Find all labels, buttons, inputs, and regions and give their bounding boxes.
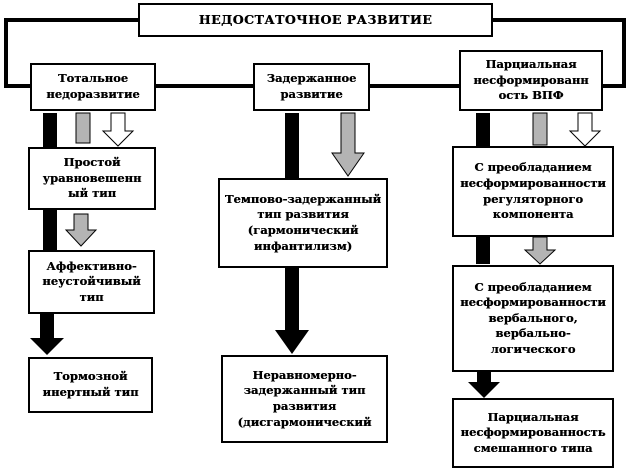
type-label: Неравномерно- задержанный тип развития (… bbox=[237, 367, 372, 429]
type-affective-unstable: Аффективно- неустойчивый тип bbox=[28, 250, 155, 314]
type-simple-balanced: Простой уравновешенн ый тип bbox=[28, 147, 156, 210]
black-arrow bbox=[30, 314, 64, 355]
black-bar bbox=[43, 210, 57, 250]
type-label: Простой уравновешенн ый тип bbox=[42, 155, 142, 201]
type-regulatory-component: С преобладанием несформированности регул… bbox=[452, 146, 614, 237]
type-label: С преобладанием несформированности верба… bbox=[460, 279, 606, 356]
type-label: Парциальная несформированность смешанног… bbox=[460, 409, 606, 455]
category-delayed-development: Задержанное развитие bbox=[253, 63, 370, 111]
type-verbal-logical: С преобладанием несформированности верба… bbox=[452, 265, 614, 372]
black-arrow bbox=[468, 372, 500, 398]
gray-arrow bbox=[331, 112, 365, 177]
black-bar bbox=[43, 113, 57, 147]
gray-bar bbox=[532, 112, 548, 146]
black-bar bbox=[476, 113, 490, 146]
gray-bar bbox=[75, 112, 91, 144]
diagram-title-text: НЕДОСТАТОЧНОЕ РАЗВИТИЕ bbox=[198, 11, 433, 27]
black-bar bbox=[476, 237, 490, 264]
category-label: Парциальная несформированн ость ВПФ bbox=[473, 57, 589, 103]
type-label: С преобладанием несформированности регул… bbox=[460, 160, 606, 222]
diagram-title: НЕДОСТАТОЧНОЕ РАЗВИТИЕ bbox=[138, 3, 493, 37]
gray-arrow bbox=[523, 236, 557, 265]
type-inhibitory-inert: Тормозной инертный тип bbox=[28, 357, 153, 413]
category-label: Задержанное развитие bbox=[266, 71, 357, 101]
type-tempo-delayed: Темпово-задержанный тип развития (гармон… bbox=[218, 178, 388, 268]
type-label: Темпово-задержанный тип развития (гармон… bbox=[224, 191, 382, 253]
black-arrow bbox=[275, 268, 309, 354]
frame-line bbox=[493, 18, 626, 88]
frame-line bbox=[4, 18, 138, 88]
type-uneven-delayed: Неравномерно- задержанный тип развития (… bbox=[221, 355, 388, 443]
type-mixed-partial: Парциальная несформированность смешанног… bbox=[452, 398, 614, 468]
white-arrow bbox=[568, 112, 602, 147]
category-partial-immaturity: Парциальная несформированн ость ВПФ bbox=[459, 50, 603, 111]
gray-arrow bbox=[64, 213, 98, 247]
type-label: Тормозной инертный тип bbox=[42, 369, 139, 399]
type-label: Аффективно- неустойчивый тип bbox=[42, 258, 141, 304]
black-bar bbox=[285, 113, 299, 179]
category-label: Тотальное недоразвитие bbox=[46, 71, 140, 101]
category-total-underdevelopment: Тотальное недоразвитие bbox=[30, 63, 156, 111]
white-arrow bbox=[101, 112, 135, 147]
